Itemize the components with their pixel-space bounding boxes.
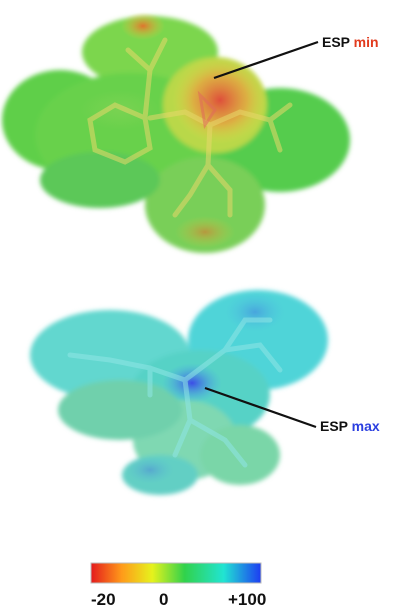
bottom-surface: [30, 290, 328, 495]
esp-max-label: ESP max: [320, 418, 380, 434]
esp-min-prefix: ESP: [322, 34, 350, 50]
leader-line-min: [213, 40, 319, 80]
esp-max-prefix: ESP: [320, 418, 348, 434]
esp-min-word: min: [353, 34, 379, 50]
colorbar-tick-min: -20: [91, 590, 116, 609]
top-surface: [2, 12, 350, 253]
leader-line-max: [204, 386, 317, 429]
colorbar-tick-zero: 0: [159, 590, 169, 609]
esp-min-label: ESP min: [322, 34, 379, 50]
color-bar: [90, 562, 262, 584]
colorbar-tick-max: +100: [228, 590, 267, 609]
esp-max-word: max: [351, 418, 380, 434]
